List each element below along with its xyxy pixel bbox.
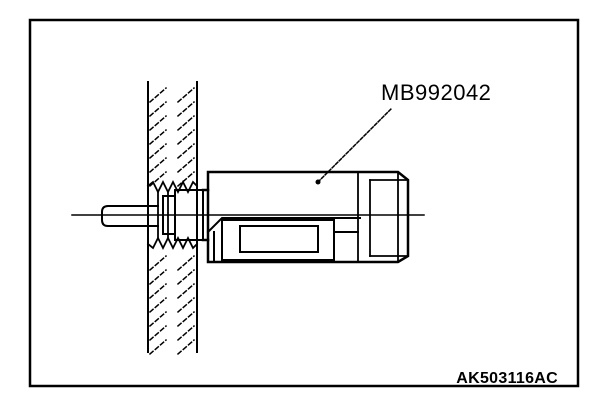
- hatch-stroke: [176, 156, 196, 174]
- hatch-stroke: [176, 296, 196, 314]
- hatch-stroke: [148, 114, 168, 132]
- wall-hatching: [148, 86, 196, 356]
- hatch-stroke: [176, 128, 196, 146]
- hatch-stroke: [148, 296, 168, 314]
- hatch-stroke: [176, 268, 196, 286]
- hatch-stroke: [148, 324, 168, 342]
- hatch-stroke: [176, 254, 196, 272]
- hatch-stroke: [176, 100, 196, 118]
- tool-shaft: [162, 189, 204, 241]
- hatch-stroke: [148, 156, 168, 174]
- hatch-stroke: [148, 170, 168, 188]
- hatch-stroke: [176, 282, 196, 300]
- hatch-stroke: [148, 142, 168, 160]
- hatch-stroke: [148, 254, 168, 272]
- sensor-pin: [101, 205, 159, 227]
- tool-part-number-label: MB992042: [381, 80, 492, 105]
- callout-dot: [315, 179, 321, 185]
- hatch-stroke: [176, 114, 196, 132]
- hatch-stroke: [148, 86, 168, 104]
- figure-id-label: AK503116AC: [456, 370, 558, 387]
- hatch-stroke: [176, 338, 196, 356]
- callout-leader: [316, 106, 394, 184]
- hatch-stroke: [176, 170, 196, 188]
- hatch-stroke: [176, 86, 196, 104]
- hatch-stroke: [176, 324, 196, 342]
- hatch-stroke: [148, 338, 168, 356]
- hatch-stroke: [176, 310, 196, 328]
- hatch-stroke: [176, 142, 196, 160]
- hatch-stroke: [148, 128, 168, 146]
- socket-recess: [206, 217, 361, 263]
- hatch-stroke: [148, 282, 168, 300]
- housing-wall: [147, 81, 198, 353]
- figure-border: [28, 18, 580, 388]
- hatch-stroke: [148, 310, 168, 328]
- hatch-stroke: [148, 268, 168, 286]
- hatch-stroke: [148, 100, 168, 118]
